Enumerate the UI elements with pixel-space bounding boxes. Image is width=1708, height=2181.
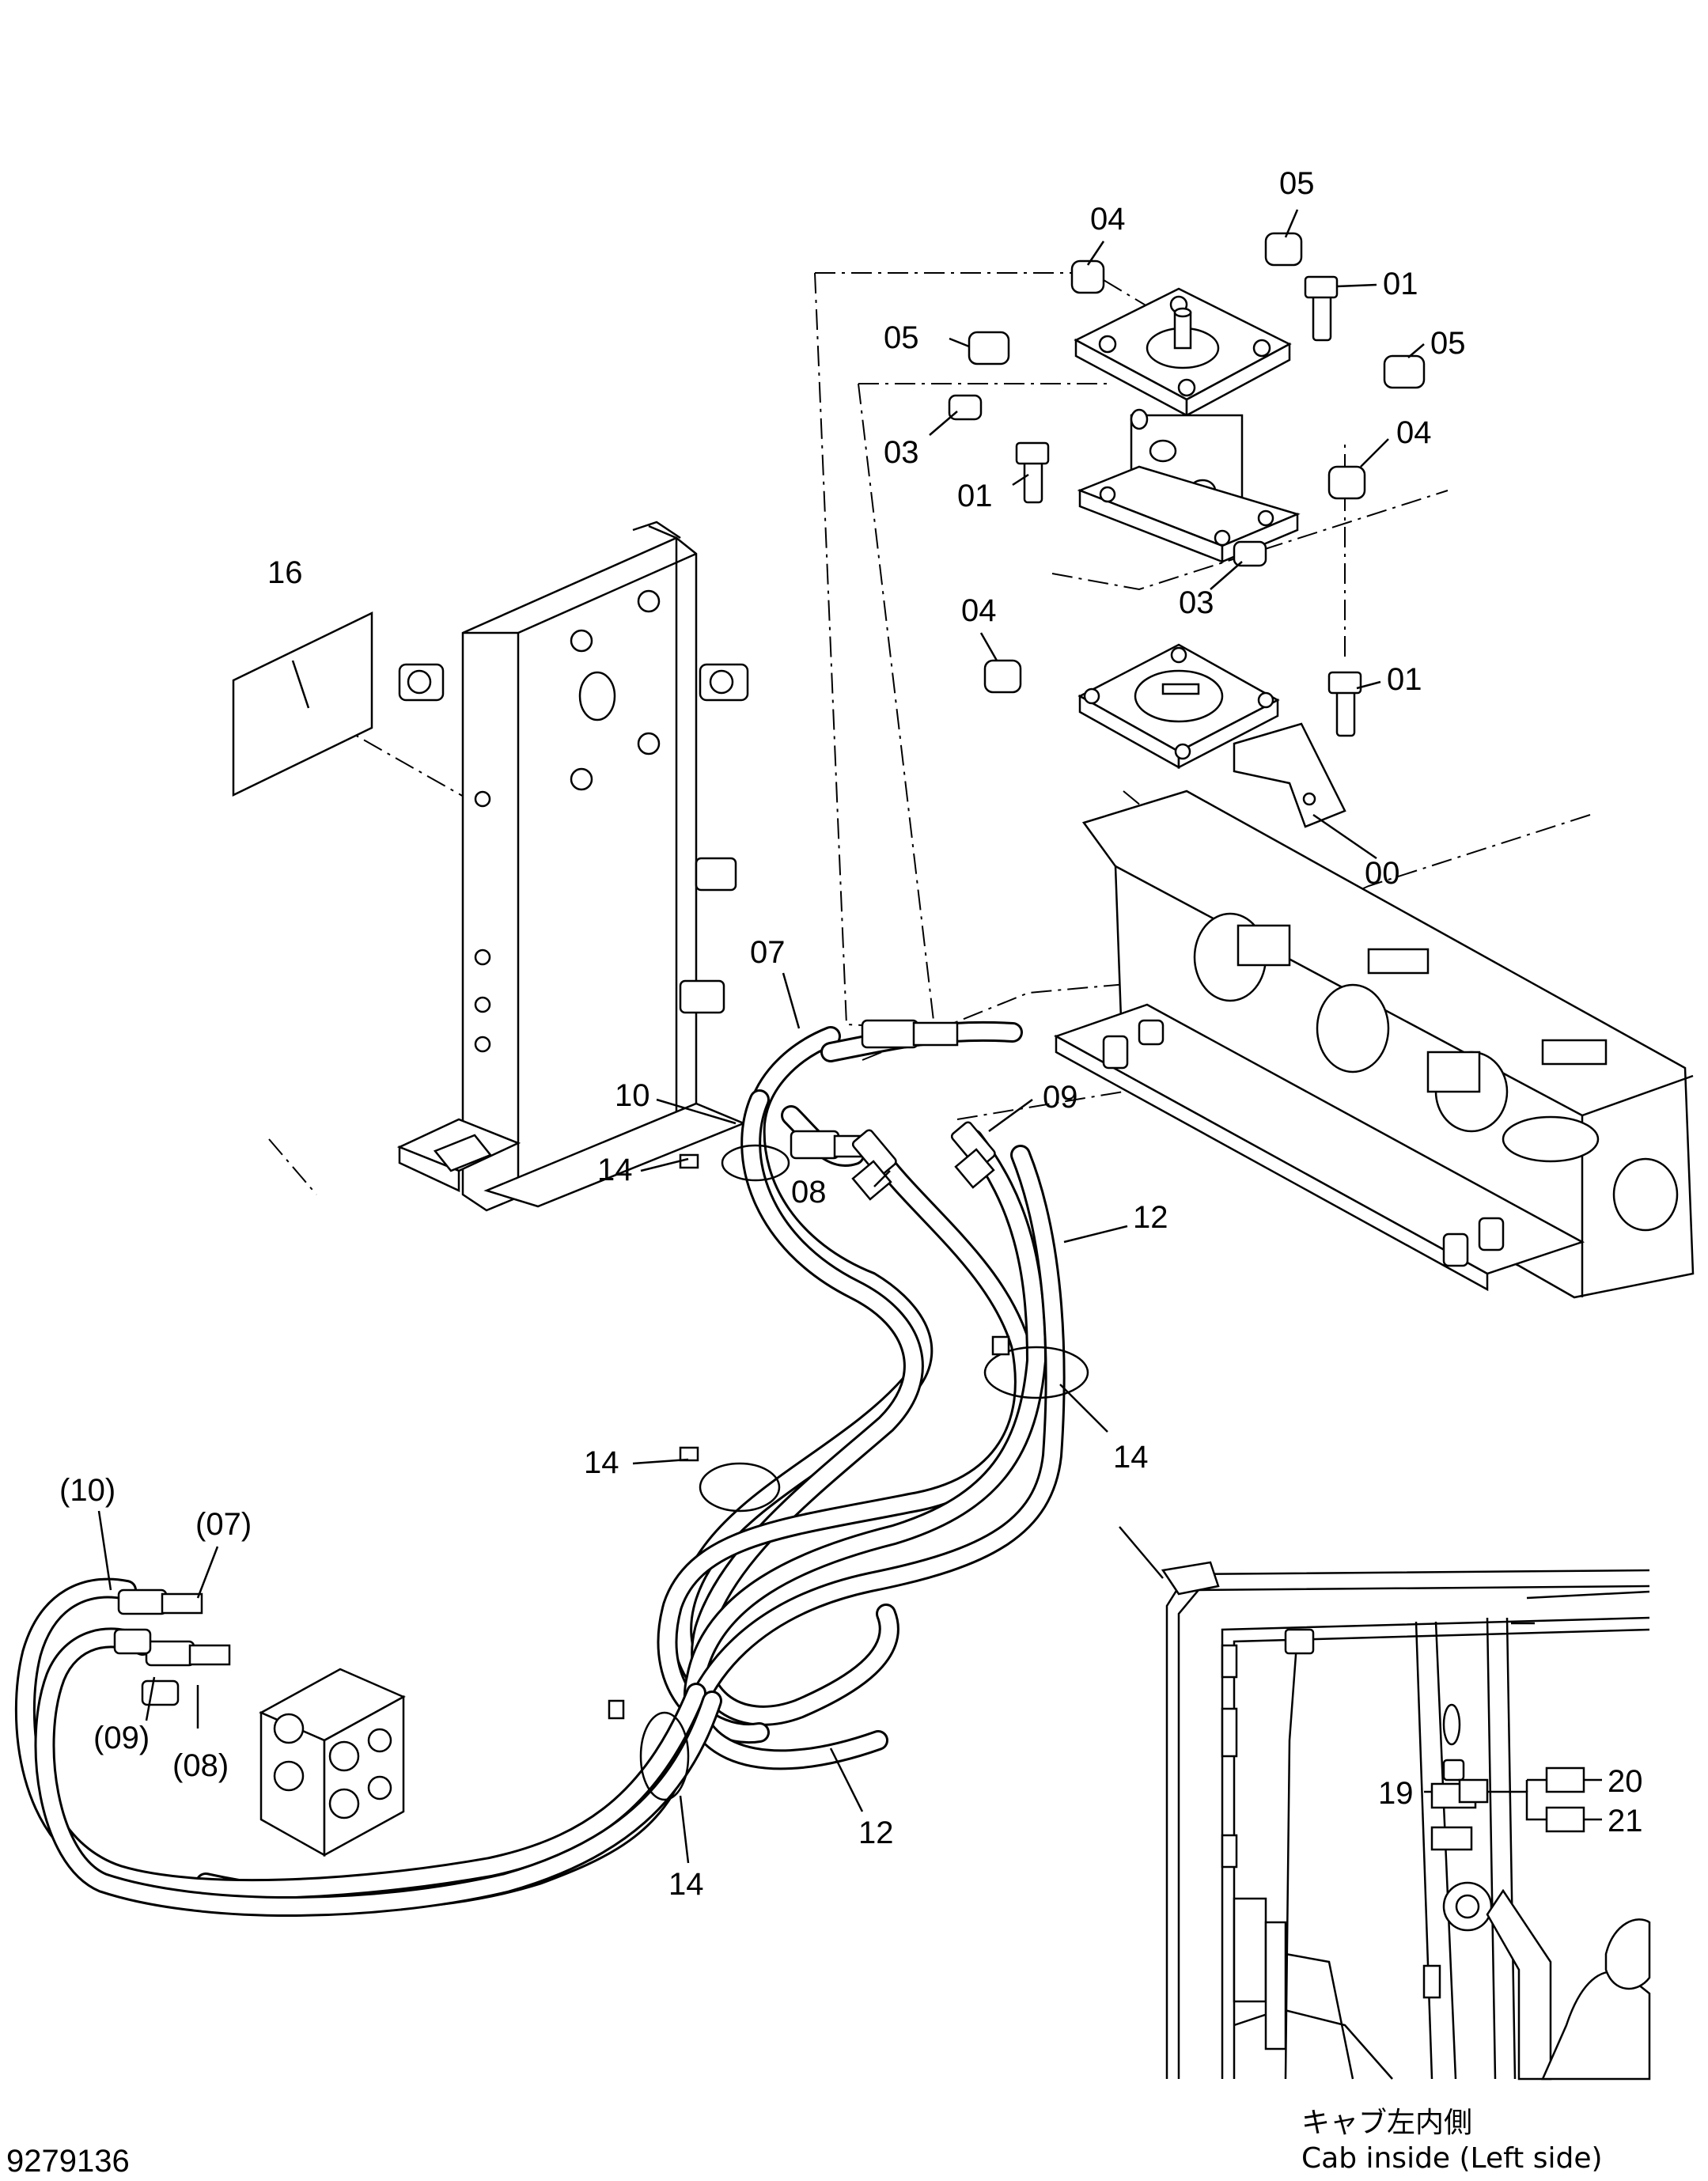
fittings [948,232,1426,737]
hose-fittings [608,1019,1089,1801]
label-14-c: 14 [584,1445,619,1480]
diagram-id: 9279136 [6,2144,130,2179]
label-04-mid: 04 [961,593,997,628]
label-12-upper: 12 [1133,1200,1168,1235]
label-07-paren: (07) [195,1507,252,1542]
label-14-b: 14 [1113,1440,1149,1475]
label-04-top: 04 [1090,202,1126,237]
label-09: 09 [1043,1080,1078,1115]
label-10-paren: (10) [59,1473,116,1508]
column-bracket [396,521,749,1212]
cab-inset [1119,1526,1651,2081]
label-14-a: 14 [597,1153,633,1187]
hydraulic-block [113,1588,406,1857]
label-05-left: 05 [884,320,919,355]
sticker-21 [1545,1806,1585,1833]
part-labels: 05 04 01 05 05 03 04 01 03 04 01 00 16 0… [59,166,1643,1902]
label-08-paren: (08) [172,1748,229,1783]
label-09-paren: (09) [93,1721,150,1755]
swivel-joint [1074,287,1301,563]
leader-lines [97,209,1602,1864]
inset-caption-jp: キャブ左内側 [1301,2107,1472,2139]
label-12-lower: 12 [858,1816,894,1850]
sticker-20 [1545,1766,1585,1793]
label-20: 20 [1608,1764,1643,1799]
label-21: 21 [1608,1804,1643,1838]
label-16: 16 [267,555,303,590]
label-19: 19 [1378,1776,1414,1811]
label-07: 07 [750,935,786,970]
label-03-mid: 03 [1179,585,1214,620]
sticker-19-area [1458,1778,1489,1804]
label-04-right: 04 [1396,415,1432,450]
label-08: 08 [791,1175,827,1210]
label-01-mid: 01 [957,479,993,513]
lower-frame [1053,789,1695,1299]
mount-bracket [1077,643,1346,828]
label-14-d: 14 [668,1867,704,1902]
label-10: 10 [615,1078,650,1113]
label-01-lower: 01 [1387,662,1422,697]
decal-plate [232,612,373,797]
label-05-right: 05 [1430,326,1466,361]
label-05-top: 05 [1279,166,1315,201]
label-01-top: 01 [1383,267,1418,301]
label-00: 00 [1365,856,1400,891]
label-03-left: 03 [884,435,919,470]
inset-caption-en: Cab inside (Left side) [1301,2142,1603,2175]
